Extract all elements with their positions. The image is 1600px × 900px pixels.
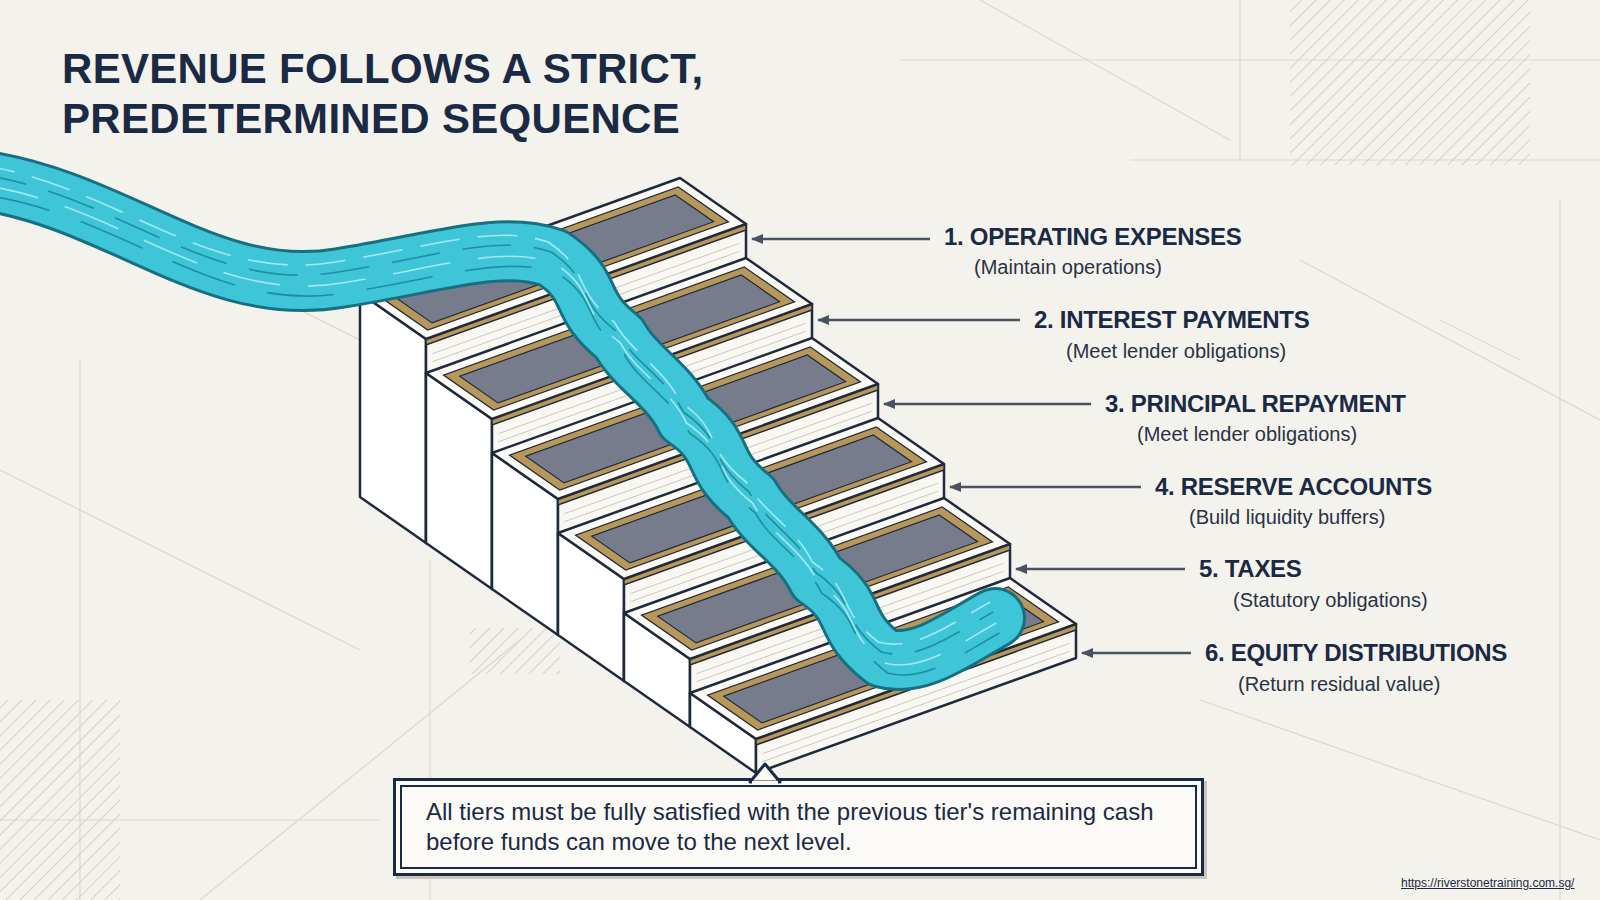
callout-pointer bbox=[748, 762, 782, 784]
tier-heading: 4. RESERVE ACCOUNTS bbox=[1155, 473, 1432, 501]
source-url: https://riverstonetraining.com.sg/ bbox=[1401, 876, 1574, 890]
revenue-flow bbox=[0, 164, 1000, 675]
callout-box: All tiers must be fully satisfied with t… bbox=[393, 778, 1204, 876]
leader-arrows bbox=[752, 239, 1191, 653]
tier-heading: 1. OPERATING EXPENSES bbox=[944, 223, 1241, 251]
tier-heading: 2. INTEREST PAYMENTS bbox=[1034, 306, 1309, 334]
flow-streak bbox=[0, 164, 990, 644]
tier-subtitle: (Statutory obligations) bbox=[1233, 589, 1428, 612]
tier-subtitle: (Meet lender obligations) bbox=[1066, 340, 1286, 363]
tier-heading: 5. TAXES bbox=[1199, 555, 1302, 583]
flow-streak bbox=[0, 195, 1000, 675]
flow-streak bbox=[0, 185, 997, 665]
pointer-gap bbox=[752, 781, 778, 784]
tier-subtitle: (Return residual value) bbox=[1238, 673, 1440, 696]
callout-text: All tiers must be fully satisfied with t… bbox=[426, 797, 1171, 857]
tier-subtitle: (Build liquidity buffers) bbox=[1189, 506, 1385, 529]
tier-heading: 6. EQUITY DISTRIBUTIONS bbox=[1205, 639, 1507, 667]
tier-subtitle: (Maintain operations) bbox=[974, 256, 1162, 279]
hatch-block bbox=[0, 700, 120, 900]
hatch-block bbox=[1290, 0, 1530, 165]
flow-outline bbox=[0, 180, 995, 660]
flow-streak bbox=[0, 174, 993, 654]
title: REVENUE FOLLOWS A STRICT, PREDETERMINED … bbox=[62, 44, 842, 143]
tier-heading: 3. PRINCIPAL REPAYMENT bbox=[1105, 390, 1406, 418]
flow-body bbox=[0, 180, 995, 660]
pointer-shape bbox=[750, 764, 780, 782]
hatch-block bbox=[470, 628, 560, 674]
tier-subtitle: (Meet lender obligations) bbox=[1137, 423, 1357, 446]
